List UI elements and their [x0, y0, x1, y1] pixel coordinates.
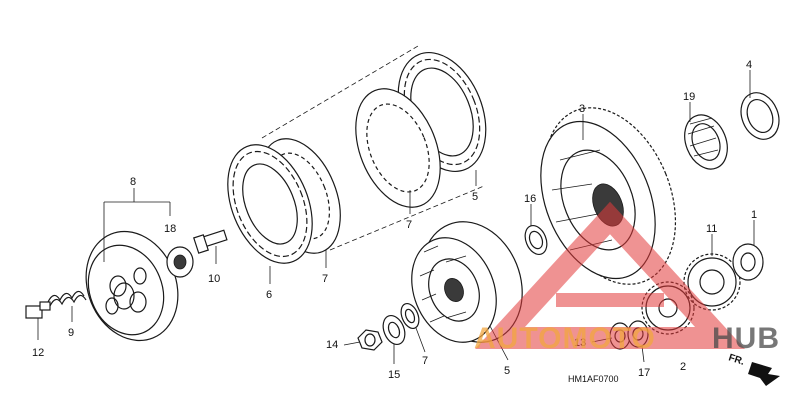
label-9: 9 — [68, 327, 74, 339]
clutch-center-hub — [411, 221, 523, 343]
label-2: 2 — [680, 361, 686, 373]
direction-label: FR. — [727, 352, 746, 368]
watermark-text-b: HUB — [712, 322, 780, 355]
label-4: 4 — [746, 59, 752, 71]
label-5a: 5 — [472, 191, 478, 203]
plate-stack-outline — [261, 45, 485, 251]
direction-arrow-icon — [748, 362, 780, 386]
label-16: 16 — [524, 193, 536, 205]
label-7a: 7 — [322, 273, 328, 285]
watermark-text: AUTOMOTO HUB — [474, 322, 780, 355]
label-10: 10 — [208, 273, 220, 285]
label-5b: 5 — [504, 365, 510, 377]
watermark-text-a: AUTOMOTO — [474, 322, 656, 355]
watermark-triangle-icon — [474, 201, 746, 349]
label-11: 11 — [706, 223, 717, 235]
thrust-washer — [524, 224, 548, 256]
release-bearing — [166, 246, 194, 278]
label-7c: 7 — [422, 355, 428, 367]
watermark-logo — [474, 201, 746, 349]
friction-disc-front — [227, 144, 313, 264]
label-18: 18 — [164, 223, 176, 235]
label-14: 14 — [326, 339, 338, 351]
washer-15 — [382, 314, 406, 346]
label-15: 15 — [388, 369, 400, 381]
lock-nut — [357, 329, 383, 351]
primary-gear-11 — [683, 253, 741, 311]
needle-bearing — [684, 114, 728, 170]
clutch-spring — [47, 290, 87, 307]
label-19: 19 — [683, 91, 695, 103]
washer-7 — [400, 302, 420, 330]
label-12: 12 — [32, 347, 44, 359]
pressure-plate — [85, 230, 179, 342]
front-direction-indicator: FR. — [727, 352, 780, 386]
label-1: 1 — [751, 209, 757, 221]
drawing-code: HM1AF0700 — [568, 374, 619, 384]
gear-1 — [732, 243, 764, 281]
label-8: 8 — [130, 176, 136, 188]
label-6: 6 — [266, 289, 272, 301]
collar — [740, 92, 780, 140]
label-3: 3 — [579, 103, 585, 115]
label-7b: 7 — [406, 219, 412, 231]
clutch-bolt — [25, 301, 51, 319]
lifter-piece — [193, 229, 228, 254]
label-17: 17 — [638, 367, 650, 379]
clutch-plate-rear — [355, 88, 441, 208]
